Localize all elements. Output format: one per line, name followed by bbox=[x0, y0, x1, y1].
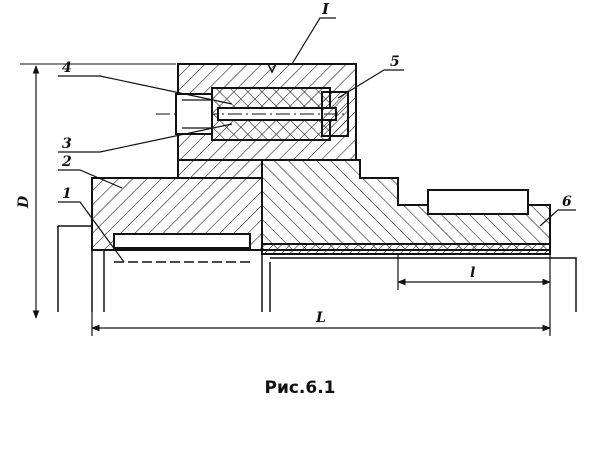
nut bbox=[321, 91, 349, 137]
dim-l-label: l bbox=[470, 265, 475, 281]
callout-6: 6 bbox=[562, 194, 572, 210]
figure-caption: Рис.6.1 bbox=[264, 378, 336, 398]
bolt-head bbox=[175, 93, 213, 135]
leader-2 bbox=[58, 169, 123, 189]
callout-3: 3 bbox=[62, 136, 72, 152]
leader-4 bbox=[58, 75, 233, 105]
shaft-band bbox=[261, 243, 551, 255]
callout-5: 5 bbox=[390, 54, 400, 70]
callout-2: 2 bbox=[61, 154, 72, 170]
dim-L-label: L bbox=[315, 310, 326, 326]
bore-key bbox=[113, 233, 251, 249]
leader-1 bbox=[58, 201, 125, 263]
callout-1: 1 bbox=[62, 186, 72, 202]
dim-D-label: D bbox=[16, 195, 32, 209]
key bbox=[427, 189, 529, 215]
leader-3 bbox=[58, 123, 233, 153]
leader-I bbox=[291, 17, 336, 65]
leader-5 bbox=[337, 69, 404, 99]
callout-4: 4 bbox=[62, 60, 72, 76]
leader-6 bbox=[539, 209, 576, 227]
callout-I: I bbox=[321, 0, 330, 18]
left-flange bbox=[177, 159, 263, 179]
